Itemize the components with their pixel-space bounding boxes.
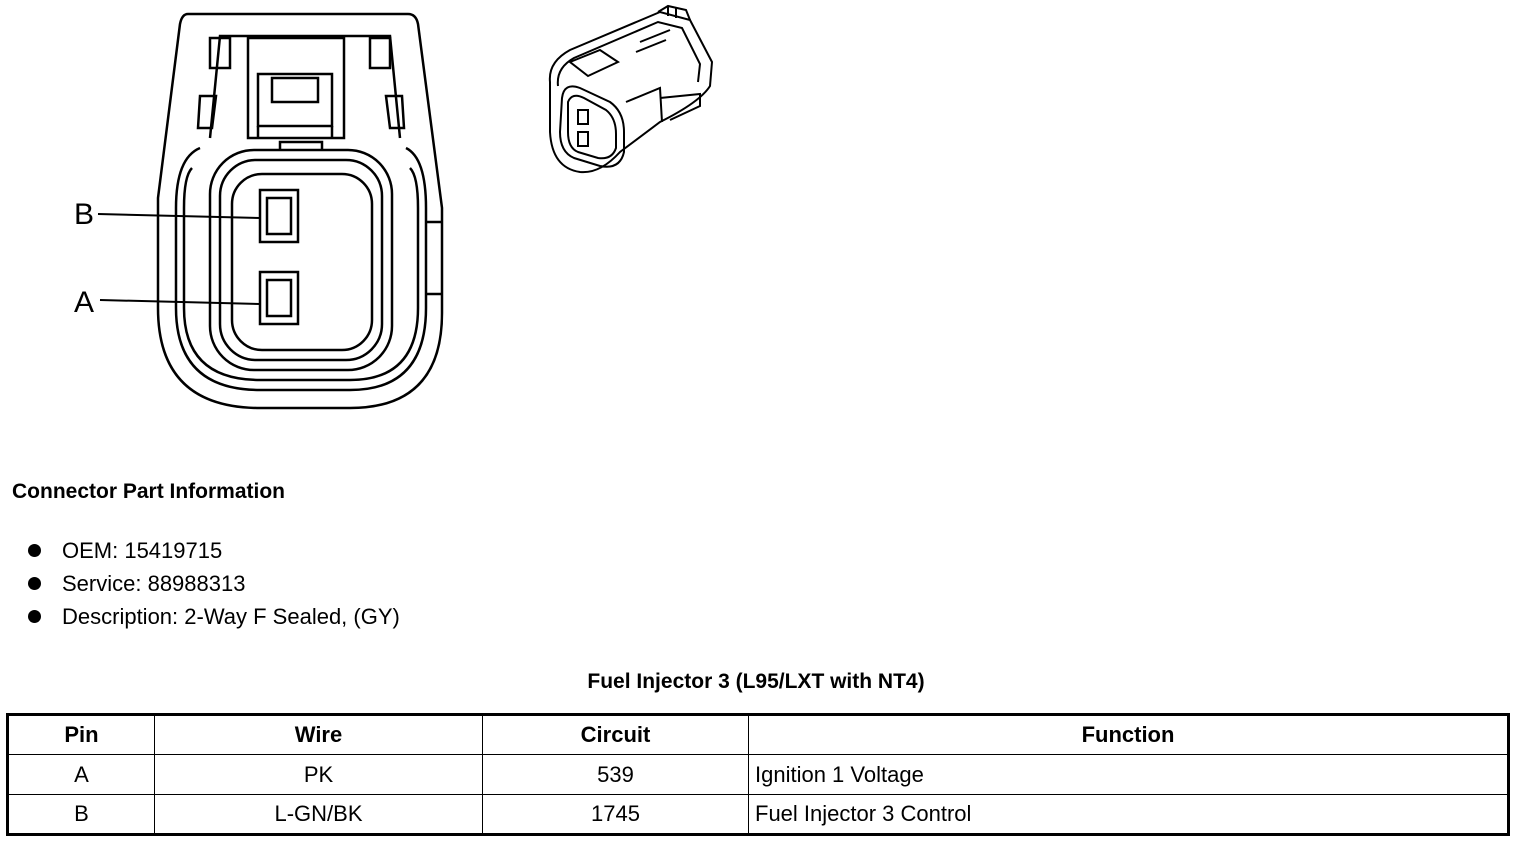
table-title: Fuel Injector 3 (L95/LXT with NT4)	[587, 670, 925, 693]
cell-function: Ignition 1 Voltage	[748, 754, 1509, 795]
pinout-table: Pin Wire Circuit Function A PK 539 Ignit…	[6, 713, 1510, 836]
pin-b-leader	[97, 213, 261, 219]
bullet-icon	[28, 610, 41, 623]
header-pin: Pin	[7, 714, 155, 755]
cell-circuit: 539	[482, 754, 749, 795]
connector-description: Description: 2-Way F Sealed, (GY)	[62, 603, 400, 629]
connector-face-view: B A	[74, 12, 444, 410]
cell-wire: L-GN/BK	[154, 794, 483, 835]
header-function: Function	[748, 714, 1509, 755]
header-circuit: Circuit	[482, 714, 749, 755]
table-row: A PK 539 Ignition 1 Voltage	[7, 754, 1509, 795]
service-number: Service: 88988313	[62, 570, 246, 596]
cell-pin: B	[7, 794, 155, 835]
oem-number: OEM: 15419715	[62, 537, 223, 563]
connector-iso-view	[548, 4, 714, 174]
pin-a-label: A	[74, 286, 94, 319]
list-item: Description: 2-Way F Sealed, (GY)	[28, 600, 400, 633]
pin-b-label: B	[74, 198, 94, 231]
header-wire: Wire	[154, 714, 483, 755]
cell-circuit: 1745	[482, 794, 749, 835]
cell-pin: A	[7, 754, 155, 795]
list-item: Service: 88988313	[28, 567, 400, 600]
table-header-row: Pin Wire Circuit Function	[7, 714, 1509, 755]
connector-part-info-heading: Connector Part Information	[12, 480, 286, 503]
cell-function: Fuel Injector 3 Control	[748, 794, 1509, 835]
table-row: B L-GN/BK 1745 Fuel Injector 3 Control	[7, 794, 1509, 835]
pin-a-leader	[99, 299, 261, 305]
cell-wire: PK	[154, 754, 483, 795]
bullet-icon	[28, 577, 41, 590]
list-item: OEM: 15419715	[28, 534, 400, 567]
part-info-list: OEM: 15419715 Service: 88988313 Descript…	[28, 534, 400, 633]
bullet-icon	[28, 544, 41, 557]
